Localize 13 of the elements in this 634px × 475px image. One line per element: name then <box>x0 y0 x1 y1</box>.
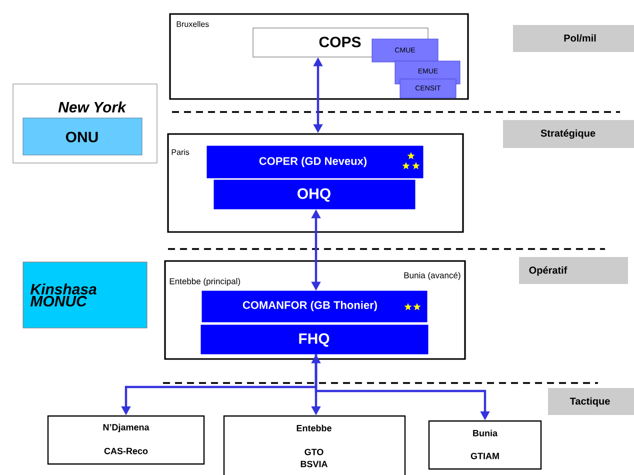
unit-box: N’Djamena CAS-Reco <box>47 415 205 465</box>
org-box: ONU <box>22 118 142 156</box>
command-box: COPER (GD Neveux) <box>206 146 424 178</box>
level-band: Opératif <box>519 257 628 284</box>
headquarters-box: FHQ <box>200 324 428 354</box>
unit-box: Entebbe GTO BSVIA <box>223 415 406 475</box>
org-box: Kinshasa MONUC <box>22 262 148 328</box>
level-band: Pol/mil <box>513 25 634 52</box>
level-band: Tactique <box>548 388 634 415</box>
command-box: COMANFOR (GB Thonier) <box>202 290 428 322</box>
headquarters-box: OHQ <box>214 180 416 210</box>
unit-box: Bunia GTIAM <box>428 420 542 470</box>
level-band: Stratégique <box>503 120 634 148</box>
